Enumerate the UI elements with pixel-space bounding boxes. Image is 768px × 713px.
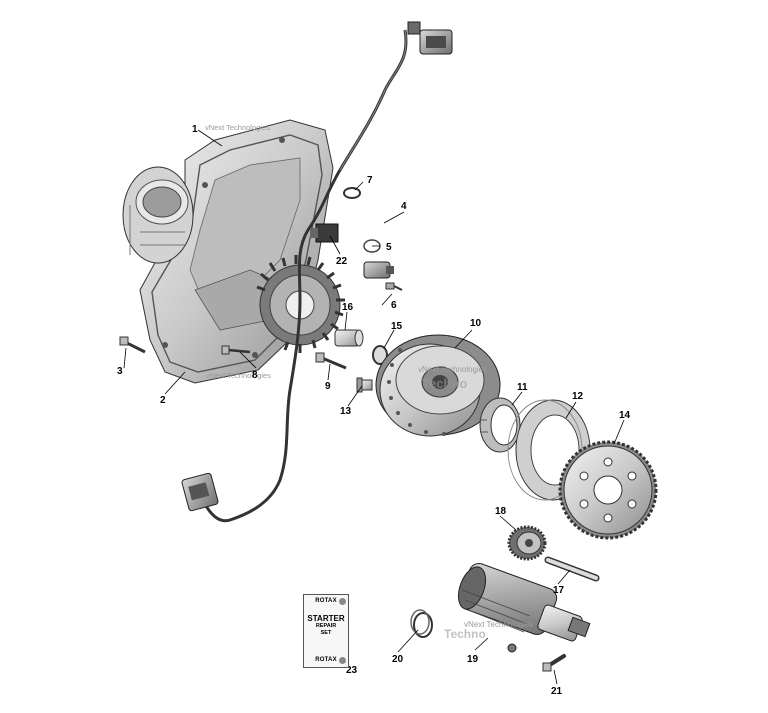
callout-13: 13: [340, 406, 352, 417]
callout-4: 4: [401, 201, 407, 212]
callout-3: 3: [117, 366, 123, 377]
screw-6: [385, 282, 403, 291]
ring-gear-14: [558, 440, 658, 540]
callout-21: 21: [551, 686, 563, 697]
callout-15: 15: [391, 321, 403, 332]
flywheel-10: [375, 334, 501, 437]
screw-8: [221, 345, 251, 355]
callout-10: 10: [470, 318, 482, 329]
callout-1: 1: [192, 124, 198, 135]
callout-19: 19: [467, 654, 479, 665]
pin-16: [334, 329, 364, 347]
watermarks: vNext Technologies vNext Technologies vN…: [205, 123, 533, 641]
watermark-starter: vNext Technologies: [464, 620, 533, 629]
watermark-center: vNext Technologies: [418, 365, 487, 374]
shaft-17: [544, 556, 600, 582]
starter-motor-19: [457, 563, 591, 653]
callout-9: 9: [325, 381, 331, 392]
callout-16: 16: [342, 302, 354, 313]
sensor-22: [310, 223, 339, 243]
callout-23: 23: [346, 665, 358, 676]
magneto-cover: [122, 119, 334, 384]
screw-21: [542, 654, 566, 672]
kit-title: STARTER: [307, 614, 345, 623]
callout-5: 5: [386, 242, 392, 253]
brand-logo-icon: [339, 657, 346, 664]
callout-12: 12: [572, 391, 584, 402]
callout-11: 11: [517, 382, 528, 393]
bolt-13: [356, 377, 373, 393]
harness-connector-bottom: [181, 472, 219, 512]
o-ring-20: [410, 609, 433, 638]
watermark-top: vNext Technologies: [205, 123, 270, 132]
callout-22: 22: [336, 256, 348, 267]
callout-18: 18: [495, 506, 507, 517]
speed-sensor-4: [363, 261, 394, 279]
screw-9: [315, 352, 347, 370]
harness-connector-top: [407, 21, 453, 55]
callout-20: 20: [392, 654, 404, 665]
idler-gear-18: [507, 525, 547, 561]
starter-repair-kit-card: ROTAX STARTER REPAIR SET ROTAX: [303, 594, 349, 668]
screw-3: [119, 336, 146, 354]
callout-8: 8: [252, 370, 258, 381]
clamp-7: [343, 187, 361, 199]
callout-14: 14: [619, 410, 631, 421]
callout-2: 2: [160, 395, 166, 406]
kit-line-2: SET: [320, 630, 332, 636]
kit-brand-top: ROTAX: [315, 598, 337, 604]
callout-17: 17: [553, 585, 565, 596]
kit-line-1: REPAIR: [315, 623, 337, 629]
callout-labels: 1 2 3 4 5 6 7 8 9 10 11 12 13 14 15 16 1…: [117, 124, 631, 697]
watermark-center-big: Techno: [422, 376, 467, 391]
kit-brand-bottom: ROTAX: [315, 657, 337, 663]
clutch-ring-11: [479, 397, 521, 453]
callout-6: 6: [391, 300, 397, 311]
washer-15: [372, 345, 388, 365]
watermark-lower: vNext Technologies: [206, 371, 271, 380]
watermark-starter-big: Techno: [444, 627, 486, 641]
brand-logo-icon: [339, 598, 346, 605]
callout-7: 7: [367, 175, 373, 186]
